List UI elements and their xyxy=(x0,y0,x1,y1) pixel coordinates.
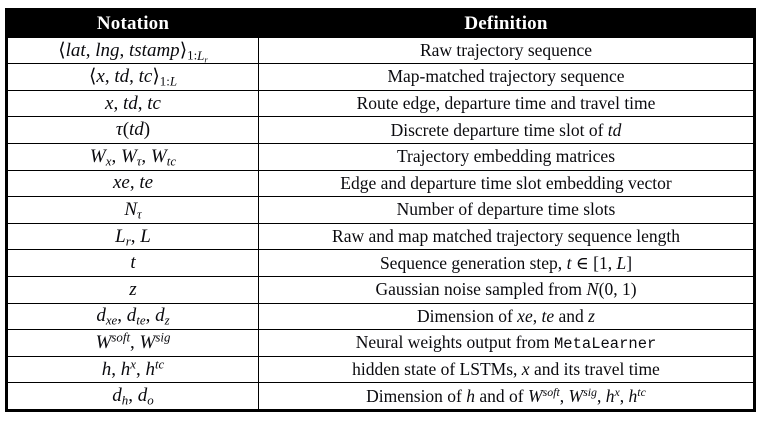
notation-cell: Wx, Wτ, Wtc xyxy=(6,142,259,171)
notation-cell: t xyxy=(6,249,259,277)
notation-table: Notation Definition ⟨lat, lng, tstamp⟩1:… xyxy=(5,8,756,412)
notation-cell: ⟨x, td, tc⟩1:L xyxy=(6,63,259,91)
definition-cell: Raw trajectory sequence xyxy=(258,36,755,65)
definition-cell: Map-matched trajectory sequence xyxy=(258,63,755,91)
notation-cell: Nτ xyxy=(6,196,259,224)
table-row: τ(td)Discrete departure time slot of td xyxy=(6,116,755,144)
definition-cell: Dimension of xe, te and z xyxy=(258,302,755,331)
definition-cell: Dimension of h and of Wsoft, Wsig, hx, h… xyxy=(258,382,755,411)
notation-cell: z xyxy=(6,275,259,304)
definition-cell: Number of departure time slots xyxy=(258,196,755,224)
definition-cell: Raw and map matched trajectory sequence … xyxy=(258,222,755,251)
definition-column-header: Definition xyxy=(258,9,755,38)
notation-cell: Lr, L xyxy=(6,222,259,251)
notation-cell: τ(td) xyxy=(6,116,259,144)
definition-cell: Trajectory embedding matrices xyxy=(258,142,755,171)
notation-cell: h, hx, htc xyxy=(6,355,259,384)
definition-cell: Sequence generation step, t ∈ [1, L] xyxy=(258,249,755,277)
notation-cell: ⟨lat, lng, tstamp⟩1:Lr xyxy=(6,36,259,65)
header-row: Notation Definition xyxy=(6,9,755,38)
notation-cell: x, td, tc xyxy=(6,89,259,118)
definition-cell: Route edge, departure time and travel ti… xyxy=(258,89,755,118)
notation-cell: dh, do xyxy=(6,382,259,411)
notation-cell: dxe, dte, dz xyxy=(6,302,259,331)
notation-cell: Wsoft, Wsig xyxy=(6,329,259,357)
notation-cell: xe, te xyxy=(6,169,259,198)
definition-cell: Neural weights output from MetaLearner xyxy=(258,329,755,357)
definition-cell: Discrete departure time slot of td xyxy=(258,116,755,144)
definition-cell: hidden state of LSTMs, x and its travel … xyxy=(258,355,755,384)
notation-column-header: Notation xyxy=(6,9,259,38)
definition-cell: Gaussian noise sampled from N(0, 1) xyxy=(258,275,755,304)
definition-cell: Edge and departure time slot embedding v… xyxy=(258,169,755,198)
